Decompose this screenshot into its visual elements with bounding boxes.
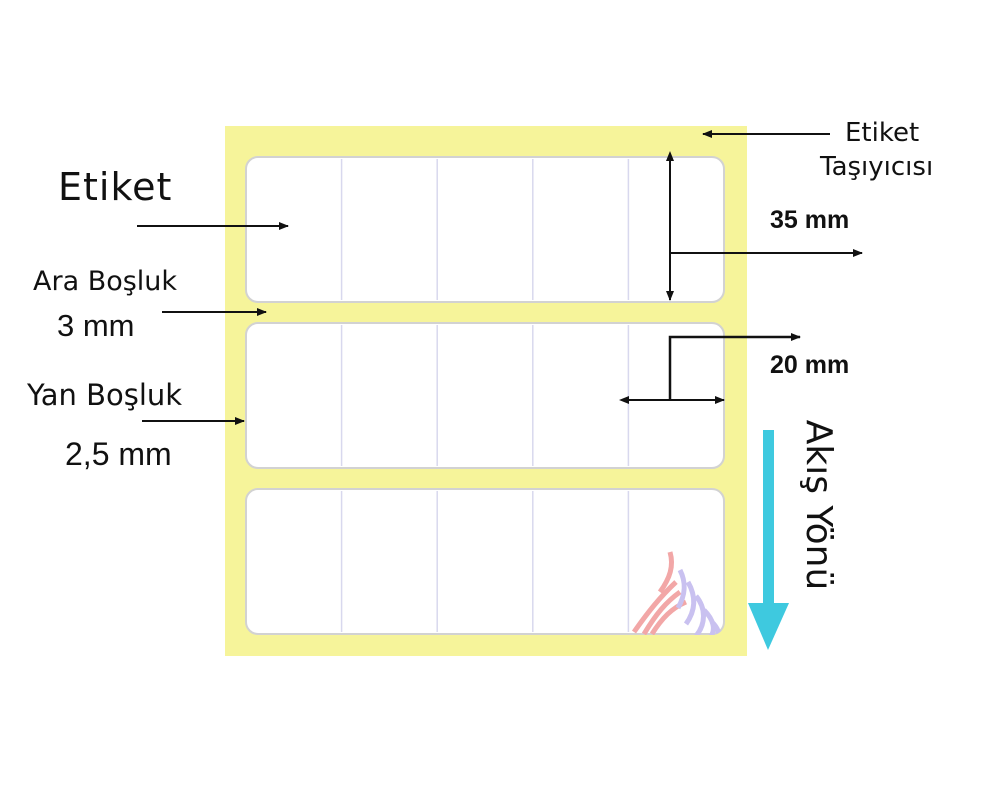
etiket-label: Etiket bbox=[58, 165, 173, 209]
flow-direction-label: Akış Yönü bbox=[798, 419, 839, 591]
label-row-3 bbox=[245, 488, 725, 635]
yan-bosluk-label: Yan Boşluk bbox=[27, 378, 183, 412]
ara-bosluk-value: 3 mm bbox=[57, 308, 135, 343]
ara-bosluk-label: Ara Boşluk bbox=[33, 266, 178, 297]
carrier-label-line1: Etiket bbox=[845, 118, 920, 148]
label-row-1 bbox=[245, 156, 725, 303]
yan-bosluk-value: 2,5 mm bbox=[65, 436, 172, 472]
carrier-label-line2: Taşıyıcısı bbox=[820, 152, 934, 182]
width-dimension-label: 20 mm bbox=[770, 351, 850, 379]
width-dimension-leader bbox=[668, 333, 801, 400]
flow-direction-arrow-icon bbox=[748, 430, 789, 650]
label-rows bbox=[245, 156, 725, 635]
label-row-2 bbox=[245, 322, 725, 469]
height-dimension-label: 35 mm bbox=[770, 206, 850, 234]
watermark-logo-icon bbox=[631, 551, 722, 635]
